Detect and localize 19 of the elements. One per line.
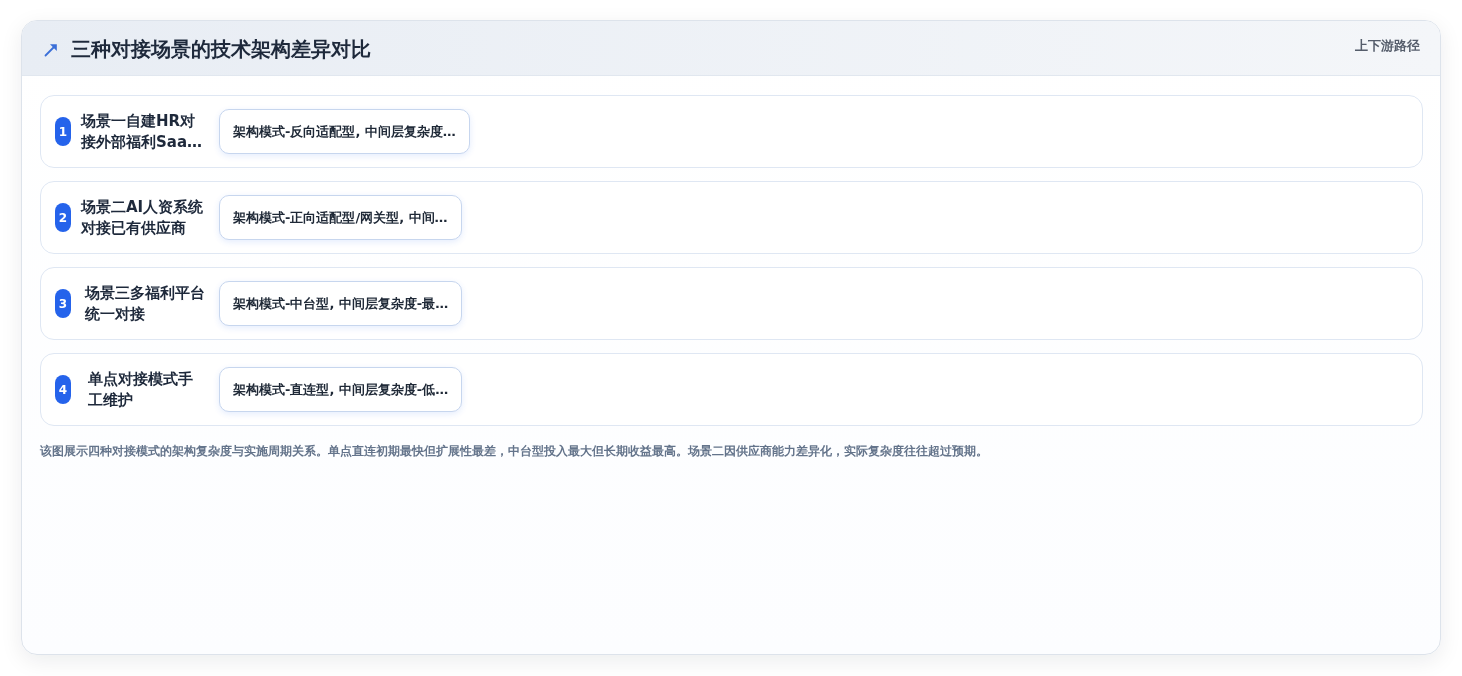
scenario-title: 场景三多福利平台统一对接 <box>85 282 206 325</box>
header-label: 上下游路径 <box>1355 38 1420 54</box>
step-number: 1 <box>55 117 71 146</box>
step-number: 2 <box>55 203 71 232</box>
step-number: 4 <box>55 375 71 404</box>
scenario-title: 场景二AI人资系统对接已有供应商 <box>81 196 205 239</box>
scenario-card <box>40 95 1423 168</box>
scenario-card <box>40 267 1423 340</box>
scenario-title: 单点对接模式手工维护 <box>88 368 194 411</box>
caption-text: 该图展示四种对接模式的架构复杂度与实施周期关系。单点直连初期最快但扩展性最差，中台型投入最大但长期收益最高。场景二因供应商能力差异化，实际复杂度往往超过预期。 <box>40 444 988 459</box>
diagram-title: 三种对接场景的技术架构差异对比 <box>71 36 371 63</box>
architecture-tag: 架构模式-直连型, 中间层复杂度-低… <box>219 367 463 412</box>
scenario-title: 场景一自建HR对接外部福利Saa… <box>81 110 204 153</box>
architecture-tag: 架构模式-反向适配型, 中间层复杂度… <box>219 109 470 154</box>
step-number: 3 <box>55 289 71 318</box>
scenario-card <box>40 181 1423 254</box>
scenario-card <box>40 353 1423 426</box>
architecture-tag: 架构模式-中台型, 中间层复杂度-最… <box>219 281 463 326</box>
architecture-tag: 架构模式-正向适配型/网关型, 中间… <box>219 195 462 240</box>
